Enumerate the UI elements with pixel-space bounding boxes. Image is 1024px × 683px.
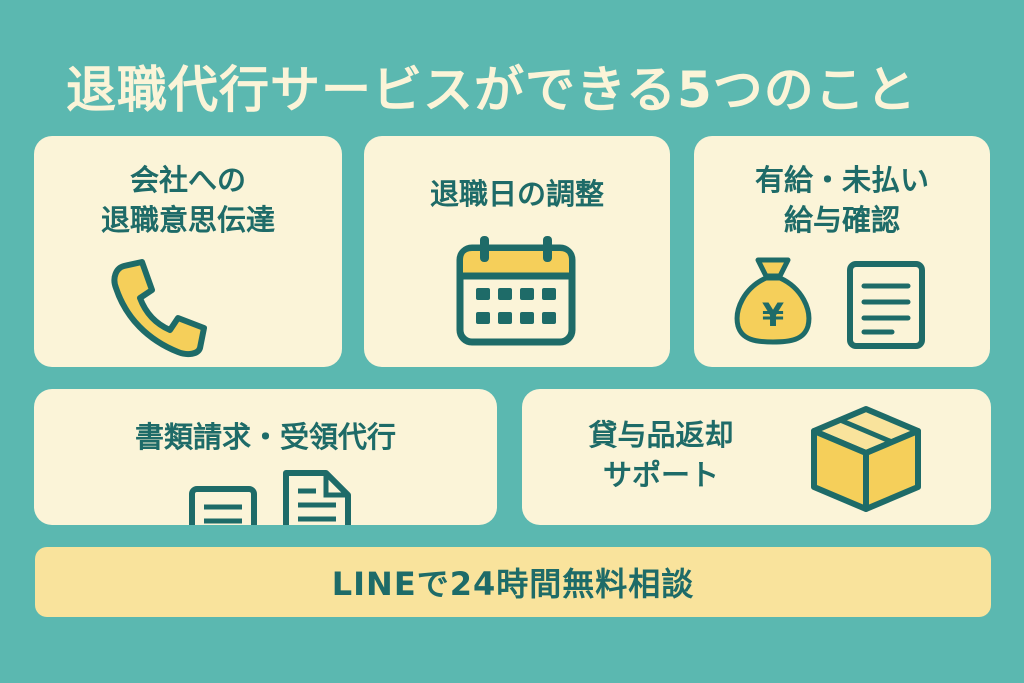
- card-label-line: 有給・未払い: [754, 163, 929, 197]
- document-icon: [189, 486, 257, 525]
- phone-icon: [111, 259, 207, 358]
- card-label: 退職日の調整: [364, 174, 670, 214]
- line-consultation-banner[interactable]: LINEで24時間無料相談: [35, 547, 991, 617]
- banner-text: LINEで24時間無料相談: [331, 565, 695, 603]
- card-date-adjustment: 退職日の調整: [364, 136, 670, 367]
- card-label-line: 給与確認: [783, 203, 900, 237]
- document-icon: [847, 261, 925, 349]
- card-document-request: 書類請求・受領代行: [34, 389, 497, 525]
- card-label: 会社への 退職意思伝達: [34, 160, 342, 240]
- card-label-line: 貸与品返却: [588, 418, 734, 452]
- card-label-line: 退職意思伝達: [100, 203, 275, 237]
- card-label-line: 会社への: [129, 163, 246, 197]
- calendar-icon: [456, 236, 576, 346]
- card-label-line: サポート: [602, 458, 719, 492]
- document-icon: [283, 470, 351, 525]
- card-resignation-notice: 会社への 退職意思伝達: [34, 136, 342, 367]
- card-label: 書類請求・受領代行: [34, 417, 497, 457]
- box-icon: [811, 406, 921, 512]
- card-label-line: 退職日の調整: [429, 177, 604, 211]
- page-title: 退職代行サービスができる5つのこと: [66, 61, 917, 119]
- card-equipment-return: 貸与品返却 サポート: [522, 389, 991, 525]
- card-label-line: 書類請求・受領代行: [134, 420, 396, 454]
- currency-symbol: ¥: [762, 296, 784, 334]
- card-label: 貸与品返却 サポート: [546, 415, 776, 495]
- card-label: 有給・未払い 給与確認: [694, 160, 990, 240]
- card-paid-leave-check: 有給・未払い 給与確認 ¥: [694, 136, 990, 367]
- money-bag-icon: ¥: [734, 257, 812, 345]
